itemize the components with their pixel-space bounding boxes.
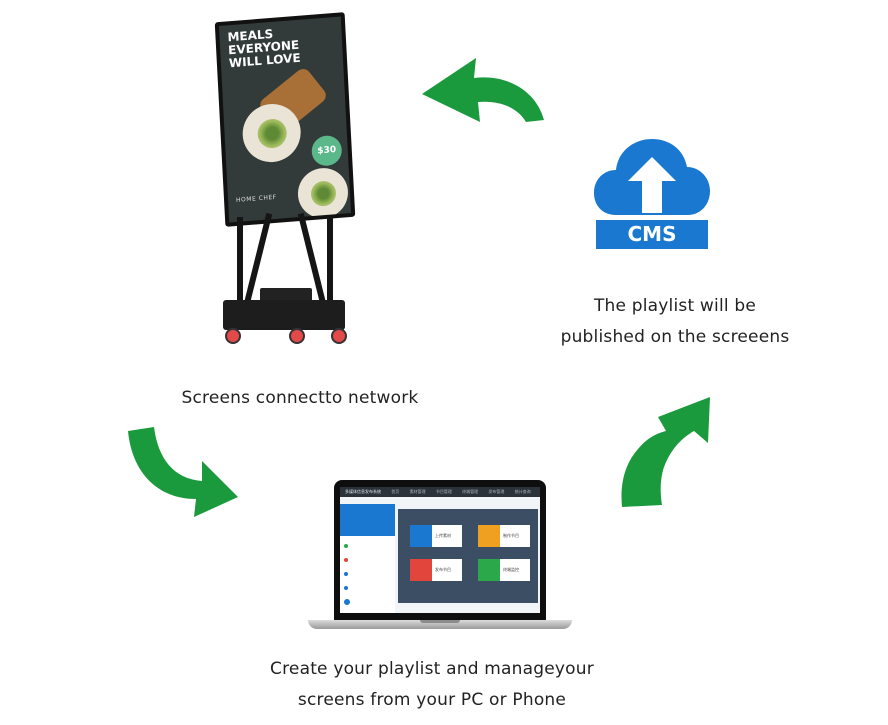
sidebar-row <box>344 597 391 606</box>
breadcrumb <box>340 497 540 504</box>
arrow-icon <box>621 397 710 507</box>
kiosk-screen: MEALS EVERYONE WILL LOVE $30 HOME CHEF <box>214 12 356 227</box>
wheel-icon <box>289 328 305 344</box>
camera-icon <box>478 559 500 581</box>
cms-label: CMS <box>596 220 708 249</box>
laptop-notch <box>420 620 460 623</box>
food-plate <box>296 166 350 221</box>
wheel-icon <box>225 328 241 344</box>
digital-signage-kiosk: MEALS EVERYONE WILL LOVE $30 HOME CHEF <box>205 12 365 352</box>
laptop-lid: 多媒体信息发布系统 首页 素材管理 节目管理 终端管理 发布管理 统计查询 系统 <box>334 480 546 620</box>
caption-playlist: The playlist will be published on the sc… <box>560 296 790 347</box>
tile-upload: 上传素材 <box>410 525 462 547</box>
cms-software-screen: 多媒体信息发布系统 首页 素材管理 节目管理 终端管理 发布管理 统计查询 系统 <box>340 487 540 613</box>
nav-item: 节目管理 <box>435 489 452 494</box>
tile-publish: 发布节目 <box>410 559 462 581</box>
nav-item: 终端管理 <box>462 489 479 494</box>
arrow-icon <box>128 427 238 517</box>
upload-icon <box>410 525 432 547</box>
stand-base <box>223 300 345 330</box>
tile-create: 制作节目 <box>478 525 530 547</box>
tile-monitor: 终端监控 <box>478 559 530 581</box>
price-badge: $30 <box>310 134 343 167</box>
app-topbar: 多媒体信息发布系统 首页 素材管理 节目管理 终端管理 发布管理 统计查询 系统 <box>340 487 540 497</box>
app-sidebar <box>340 504 395 613</box>
sidebar-row <box>344 583 391 592</box>
brand-logo: HOME CHEF <box>235 193 277 204</box>
dashboard-panel: 上传素材 制作节目 发布节目 终端监控 <box>398 509 538 603</box>
sidebar-row <box>344 555 391 564</box>
promo-title: MEALS EVERYONE WILL LOVE <box>227 26 301 71</box>
arrow-icon <box>422 58 544 122</box>
sidebar-row <box>344 569 391 578</box>
wheel-icon <box>331 328 347 344</box>
cms-cloud-icon: CMS <box>594 135 710 251</box>
nav-item: 统计查询 <box>514 489 531 494</box>
caption-create: Create your playlist and manageyour scre… <box>270 659 594 710</box>
publish-icon <box>410 559 432 581</box>
nav-item: 素材管理 <box>409 489 426 494</box>
stand-leg <box>237 217 243 307</box>
sidebar-row <box>344 541 391 550</box>
nav-item: 发布管理 <box>488 489 505 494</box>
stand-leg <box>327 217 333 307</box>
monitor-icon <box>340 504 395 536</box>
nav-item: 首页 <box>391 489 400 494</box>
video-icon <box>478 525 500 547</box>
cloud-upload-icon <box>594 139 710 215</box>
laptop: 多媒体信息发布系统 首页 素材管理 节目管理 终端管理 发布管理 统计查询 系统 <box>308 480 572 632</box>
app-title: 多媒体信息发布系统 <box>345 489 381 494</box>
laptop-base <box>308 620 572 629</box>
caption-screens: Screens connectto network <box>181 388 419 408</box>
